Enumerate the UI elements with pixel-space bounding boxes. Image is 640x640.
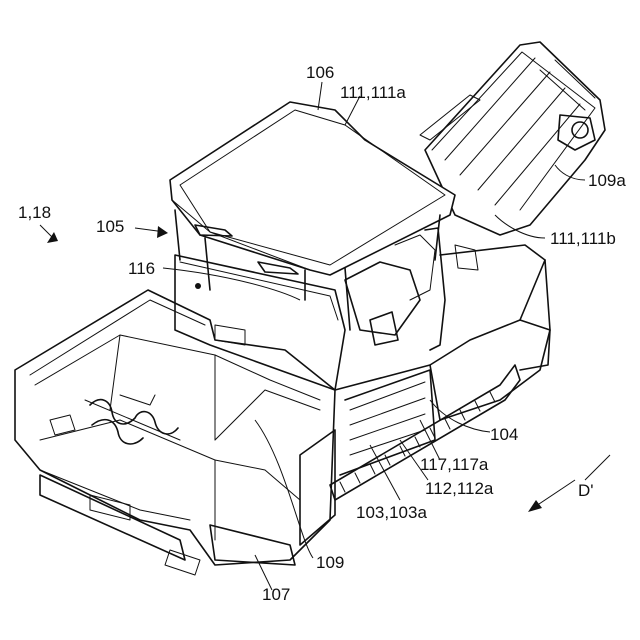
- label-111-111b: 111,111b: [550, 229, 616, 248]
- label-106: 106: [306, 63, 334, 82]
- label-109: 109: [316, 553, 344, 572]
- label-116: 116: [128, 259, 155, 278]
- label-107: 107: [262, 585, 290, 604]
- label-103-103a: 103,103a: [356, 503, 427, 522]
- label-117-117a: 117,117a: [420, 455, 489, 474]
- direction-arrow-head: [528, 500, 542, 512]
- label-105: 105: [96, 217, 124, 236]
- label-machine: 1,18: [18, 203, 51, 222]
- operator-roof: [170, 102, 455, 330]
- augers: [85, 395, 180, 444]
- label-112-112a: 112,112a: [425, 479, 494, 498]
- label-104: 104: [490, 425, 518, 444]
- label-109a: 109a: [588, 171, 626, 190]
- assembly-arrow-head: [157, 226, 168, 238]
- hopper: [15, 290, 335, 575]
- label-111-111a: 111,111a: [340, 83, 406, 102]
- label-direction: D': [578, 481, 594, 500]
